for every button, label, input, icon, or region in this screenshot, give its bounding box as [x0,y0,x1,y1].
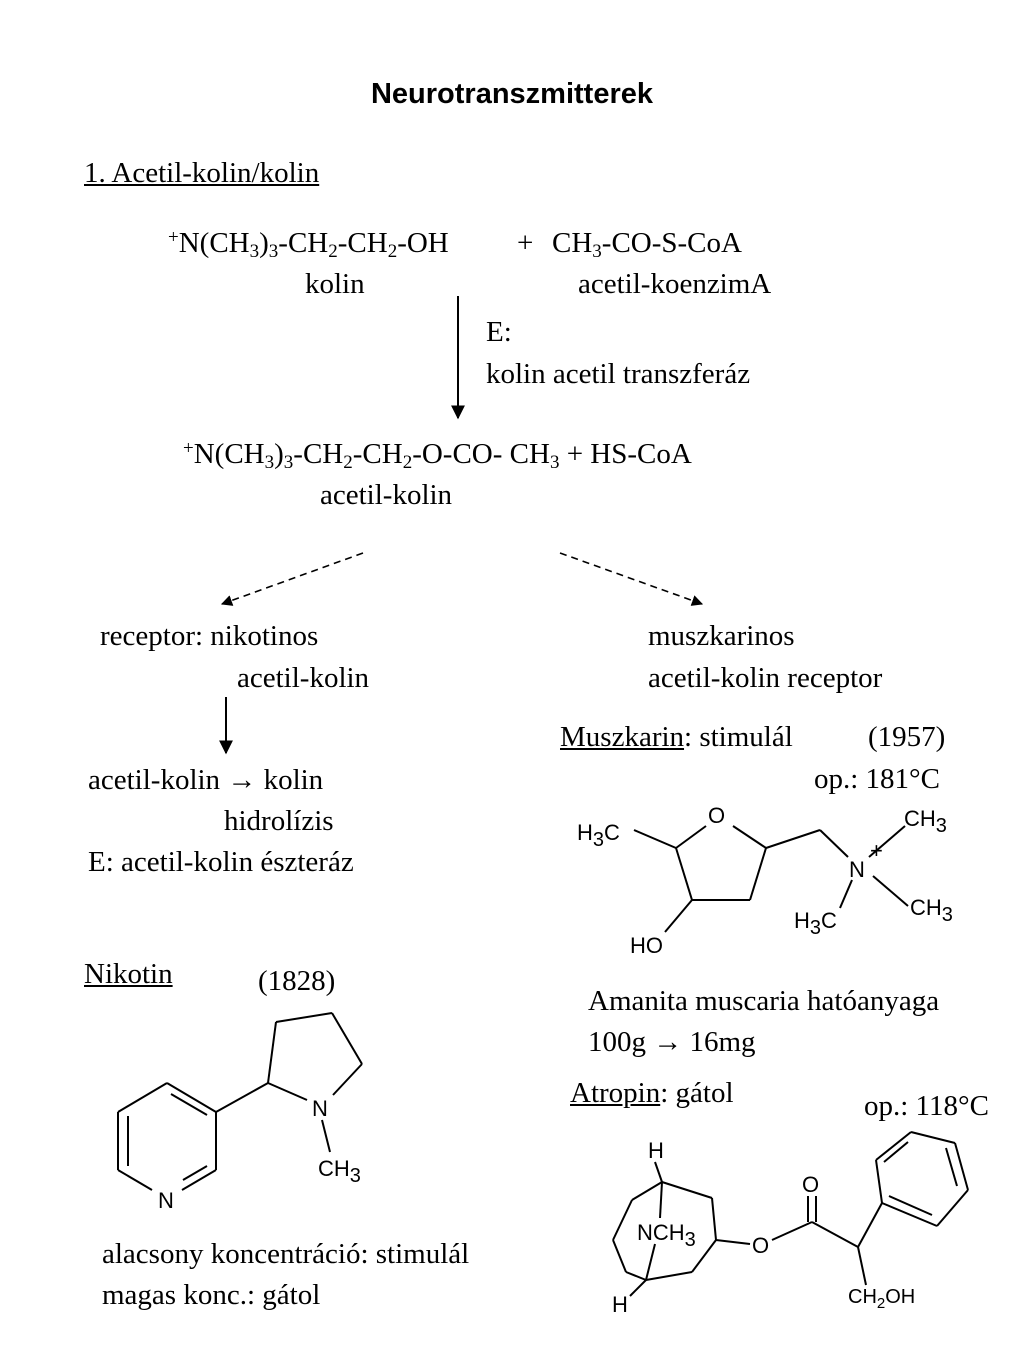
atropine-label-h-top: H [648,1138,664,1163]
nicotine-year: (1828) [258,965,336,997]
enzyme-prefix: E: [486,316,512,348]
muscarine-label-ch3-right: CH3 [910,895,953,926]
muscarine-heading: Muszkarin: stimulál [560,721,793,753]
reactant-acetyl-coa-name: acetil-koenzimA [578,268,772,300]
nicotine-label-n-pyrrolidine: N [312,1096,328,1121]
product-acetylcholine-formula: +N(CH3)3-CH2-CH2-O-CO- CH3 + HS-CoA [183,438,692,473]
charge-plus: + [168,227,179,248]
branch-arrow-right [559,552,704,606]
nicotine-effect-high: magas konc.: gátol [102,1279,321,1311]
atropine-label-o-ester: O [752,1233,769,1258]
atropine-label-ch2oh: CH2OH [848,1286,915,1312]
page-title: Neurotranszmitterek [370,78,654,110]
muscarine-label-ho: HO [630,933,663,958]
atropine-label-h-bottom: H [612,1292,628,1317]
esterase-enzyme: E: acetil-kolin észteráz [88,846,354,878]
reactant-choline-name: kolin [305,268,365,300]
nicotinic-receptor-line2: acetil-kolin [237,662,370,694]
reactant-choline-formula: +N(CH3)3-CH2-CH2-OH [168,227,449,262]
hydrolysis-equation: acetil-kolin → kolin [88,764,324,796]
section-heading: 1. Acetil-kolin/kolin [84,157,320,189]
nicotine-effect-low: alacsony koncentráció: stimulál [102,1238,470,1270]
reactant-acetyl-coa-formula: CH3-CO-S-CoA [552,227,742,262]
muscarine-source: Amanita muscaria hatóanyaga [588,985,940,1017]
muscarine-yield: 100g → 16mg [588,1026,756,1058]
atropine-label-nch3: NCH3 [637,1220,696,1251]
atropine-structure [612,1131,969,1297]
product-acetylcholine-name: acetil-kolin [320,479,453,511]
muscarine-label-h3c-left: H3C [577,820,620,851]
muscarinic-receptor-line2: acetil-kolin receptor [648,662,883,694]
atropine-label-o-carbonyl: O [802,1172,819,1197]
nicotine-structure [117,1012,363,1191]
muscarine-label-o: O [708,803,725,828]
muscarine-label-ch3-top: CH3 [904,806,947,837]
enzyme-name: kolin acetil transzferáz [486,358,751,390]
muscarine-label-n: N [849,857,865,882]
muscarine-label-h3c-bottom: H3C [794,908,837,939]
muscarine-melting-point: op.: 181°C [814,763,940,795]
muscarine-year: (1957) [868,721,946,753]
branch-arrow-left [220,552,364,606]
reaction-plus: + [517,227,534,259]
muscarinic-receptor-line1: muszkarinos [648,620,795,652]
nicotinic-receptor-line1: receptor: nikotinos [100,620,319,652]
muscarine-label-charge: + [870,838,883,863]
atropine-heading: Atropin: gátol [570,1077,734,1109]
muscarine-structure [633,825,909,933]
nicotine-heading: Nikotin [84,958,173,990]
nicotine-label-n-pyridine: N [158,1188,174,1213]
nicotine-label-ch3: CH3 [318,1156,361,1187]
hydrolysis-label: hidrolízis [224,805,334,837]
atropine-melting-point: op.: 118°C [864,1090,989,1122]
